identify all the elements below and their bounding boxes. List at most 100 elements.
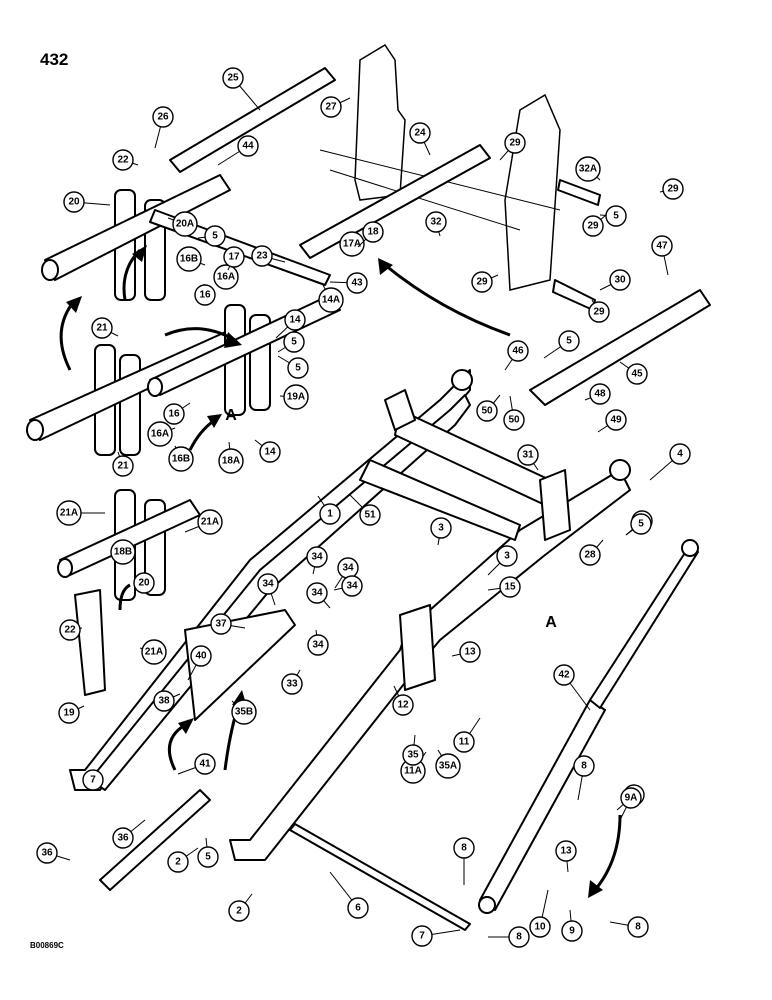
callout-circle [589,383,611,405]
callout-circle [453,731,475,753]
callout-1: 1 [317,495,341,525]
callout-9: 9 [561,909,583,942]
callout-circle [152,106,174,128]
callout-5: 5 [599,205,627,227]
callout-47: 47 [651,235,673,276]
callout-circle [222,67,244,89]
callout-number: 14A [322,295,340,306]
callout-number: 51 [364,510,376,521]
callout-circle [499,576,521,598]
callout-17a: 17A [339,231,365,257]
callout-circle [194,753,216,775]
callout-circle [228,900,250,922]
callout-number: 6 [355,903,361,914]
callout-22: 22 [112,149,139,171]
callout-number: 2 [236,906,242,917]
callout-circle [555,840,577,862]
callout-35: 35 [402,734,424,766]
callout-circle [133,572,155,594]
callout-number: 8 [461,843,467,854]
callout-11a: 11A [400,751,427,784]
callout-circle [503,409,525,431]
callout-number: 11 [459,737,470,748]
callout-number: 4 [677,449,683,460]
callout-28: 28 [579,539,604,566]
pivot-rod [289,823,471,931]
callout-circle [167,851,189,873]
callout-23: 23 [251,245,286,267]
callout-number: 29 [509,138,521,149]
callout-number: 14 [264,447,276,458]
callout-34: 34 [257,573,279,606]
callout-21: 21 [91,317,119,339]
callout-circle [508,926,530,948]
callout-circle [58,702,80,724]
callout-circle [609,269,631,291]
callout-number: 35B [235,707,253,718]
callout-21a: 21A [184,509,223,535]
callout-2: 2 [167,847,199,873]
callout-circle [147,421,173,447]
callout-5: 5 [543,330,580,359]
callout-circle [496,545,518,567]
callout-44: 44 [217,135,259,166]
callout-circle [430,517,452,539]
callout-number: 16 [199,290,211,301]
callout-number: 2 [175,857,181,868]
callout-circle [402,744,424,766]
callout-19: 19 [58,702,85,724]
callout-20: 20 [63,191,111,213]
callout-circle [141,639,167,665]
callout-number: 19 [63,708,75,719]
callout-14a: 14A [318,284,344,313]
callout-number: 16A [217,272,235,283]
callout-42: 42 [553,664,591,711]
callout-layer: 122334555555556778888899A101111A12131314… [36,67,691,948]
callout-26: 26 [152,106,174,149]
callout-17: 17 [223,246,245,271]
callout-circle [346,272,368,294]
callout-number: 5 [638,519,644,530]
callout-19a: 19A [279,384,309,410]
callout-29: 29 [499,132,526,161]
callout-number: 50 [481,406,493,417]
callout-circle [588,301,610,323]
callout-31: 31 [517,444,539,471]
callout-8: 8 [453,837,475,885]
callout-8: 8 [488,926,530,948]
callout-number: 32A [579,164,597,175]
callout-number: 34 [346,581,358,592]
callout-circle [213,264,239,290]
callout-number: 11A [404,766,422,777]
callout-circle [91,317,113,339]
callout-number: 49 [610,415,622,426]
callout-circle [579,544,601,566]
callout-13: 13 [555,840,577,873]
callout-circle [620,787,642,809]
direction-arrows [59,245,622,898]
lower-left-link [99,609,296,891]
callout-circle [210,613,232,635]
callout-circle [168,446,194,472]
callout-circle [204,225,226,247]
callout-circle [112,149,134,171]
callout-number: 7 [90,775,96,786]
callout-number: 45 [631,369,643,380]
callout-18b: 18B [110,539,136,565]
callout-number: 32 [430,217,442,228]
callout-number: 29 [593,307,605,318]
callout-34: 34 [306,582,331,609]
callout-30: 30 [599,269,631,291]
callout-circle [669,443,691,465]
callout-circle [172,211,198,237]
callout-48: 48 [584,383,611,405]
callout-35b: 35B [231,699,257,725]
callout-circle [517,444,539,466]
callout-circle [190,645,212,667]
callout-circle [318,287,344,313]
callout-20: 20 [133,572,155,594]
callout-circle [476,400,498,422]
callout-number: 16 [168,409,180,420]
callout-number: 8 [635,922,641,933]
callout-number: 28 [584,550,596,561]
